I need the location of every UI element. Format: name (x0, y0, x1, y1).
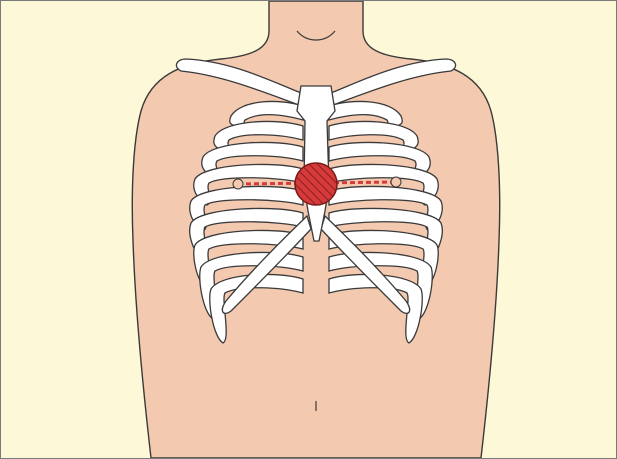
compression-point-icon (295, 163, 337, 205)
right-nipple-icon (391, 177, 401, 187)
left-nipple-icon (233, 179, 243, 189)
